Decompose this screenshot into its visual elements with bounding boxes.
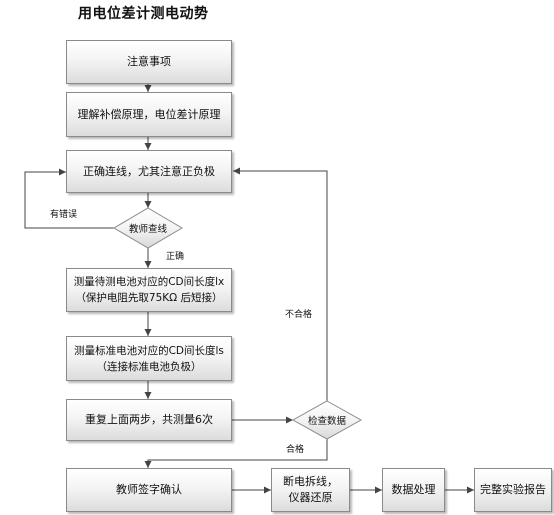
step-measure-s-line1: 测量标准电池对应的CD间长度ls [74, 344, 224, 357]
step-sign: 教师签字确认 [66, 468, 232, 512]
label-unqualified: 不合格 [285, 310, 313, 320]
step-measure-s: 测量标准电池对应的CD间长度ls （连接标准电池负极） [66, 336, 232, 381]
step-report-label: 完整实验报告 [480, 483, 546, 496]
decision-check-data [291, 400, 363, 440]
step-notes-label: 注意事项 [127, 55, 171, 68]
step-measure-x: 测量待测电池对应的CD间长度lx （保护电阻先取75KΩ 后短接） [66, 268, 232, 312]
step-measure-s-line2: （连接标准电池负极） [96, 360, 202, 373]
step-process-label: 数据处理 [391, 483, 436, 496]
step-process: 数据处理 [382, 468, 445, 512]
step-disconnect-line2: 仪器还原 [288, 491, 333, 504]
step-wire-label: 正确连线，尤其注意正负极 [83, 164, 215, 178]
step-measure-x-line2: （保护电阻先取75KΩ 后短接） [75, 292, 223, 304]
decision-check-data-label: 检查数据 [307, 416, 347, 427]
label-correct: 正确 [166, 252, 185, 262]
step-wire: 正确连线，尤其注意正负极 [66, 150, 232, 193]
decision-teacher-check [113, 207, 183, 249]
step-measure-x-line1: 测量待测电池对应的CD间长度lx [73, 276, 225, 288]
step-disconnect: 断电拆线， 仪器还原 [271, 468, 350, 512]
step-sign-label: 教师签字确认 [116, 483, 182, 496]
step-understand-label: 理解补偿原理，电位差计原理 [77, 107, 221, 121]
decision-teacher-check-label: 教师查线 [128, 224, 168, 235]
label-qualified: 合格 [286, 445, 305, 455]
step-notes: 注意事项 [66, 40, 232, 84]
step-repeat-label: 重复上面两步，共测量6次 [85, 413, 213, 426]
arrow-error-loop [24, 168, 114, 229]
arrow-qualified-to-sign [144, 439, 328, 468]
arrow-unqualified-loop [233, 167, 328, 401]
step-report: 完整实验报告 [474, 468, 552, 512]
label-error: 有错误 [50, 210, 78, 220]
step-disconnect-line1: 断电拆线， [283, 475, 338, 488]
page-title: 用电位差计测电动势 [78, 6, 209, 22]
step-repeat: 重复上面两步，共测量6次 [66, 399, 232, 441]
step-understand: 理解补偿原理，电位差计原理 [66, 92, 232, 137]
